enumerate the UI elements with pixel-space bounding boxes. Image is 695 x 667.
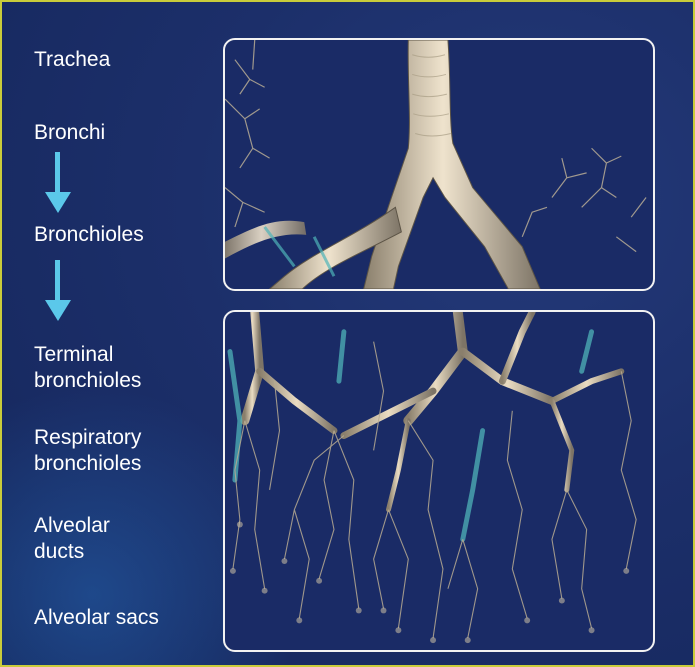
label-respiratory-bronchioles: Respiratory bronchioles [34,425,141,477]
bronchial-tree-panel [223,310,655,652]
label-bronchioles: Bronchioles [34,222,144,248]
down-arrow-icon [44,152,72,214]
label-line: ducts [34,540,84,563]
label-line: Alveolar [34,514,110,537]
down-arrow-icon [44,260,72,322]
label-terminal-bronchioles: Terminal bronchioles [34,342,141,394]
bronchial-tree-illustration [225,312,653,650]
trachea-bronchi-panel [223,38,655,291]
label-line: bronchioles [34,452,141,475]
label-trachea: Trachea [34,47,110,73]
trachea-bronchi-illustration [225,40,653,289]
label-line: Terminal [34,343,113,366]
label-line: Respiratory [34,426,141,449]
label-line: bronchioles [34,369,141,392]
label-alveolar-sacs: Alveolar sacs [34,605,159,631]
label-alveolar-ducts: Alveolar ducts [34,513,110,565]
label-bronchi: Bronchi [34,120,105,146]
